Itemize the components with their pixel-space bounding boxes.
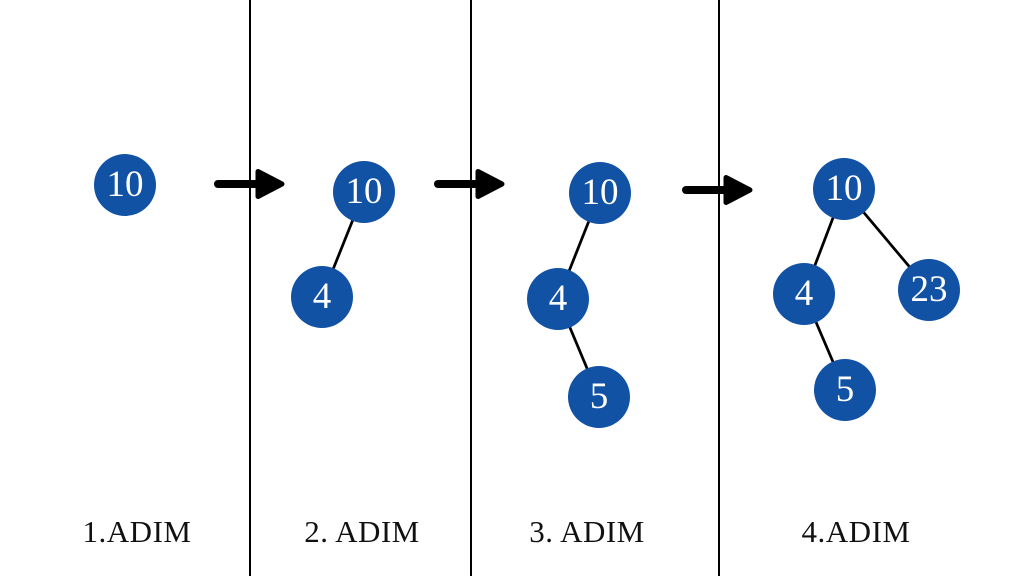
tree-node-4: 4 (527, 268, 589, 330)
arrow-right-icon (214, 169, 285, 199)
step-label-2: 2. ADIM (304, 514, 420, 549)
arrow-right-icon (682, 175, 753, 205)
step-label-4: 4.ADIM (801, 514, 911, 549)
tree-node-10: 10 (813, 158, 875, 220)
tree-node-10: 10 (333, 161, 395, 223)
tree-node-5: 5 (814, 359, 876, 421)
step-label-1: 1.ADIM (82, 514, 192, 549)
tree-node-5: 5 (568, 366, 630, 428)
tree-node-4: 4 (773, 263, 835, 325)
tree-node-10: 10 (94, 154, 156, 216)
tree-node-10: 10 (569, 162, 631, 224)
tree-node-4: 4 (291, 266, 353, 328)
tree-node-23: 23 (898, 259, 960, 321)
arrow-right-icon (434, 169, 505, 199)
step-label-3: 3. ADIM (529, 514, 645, 549)
